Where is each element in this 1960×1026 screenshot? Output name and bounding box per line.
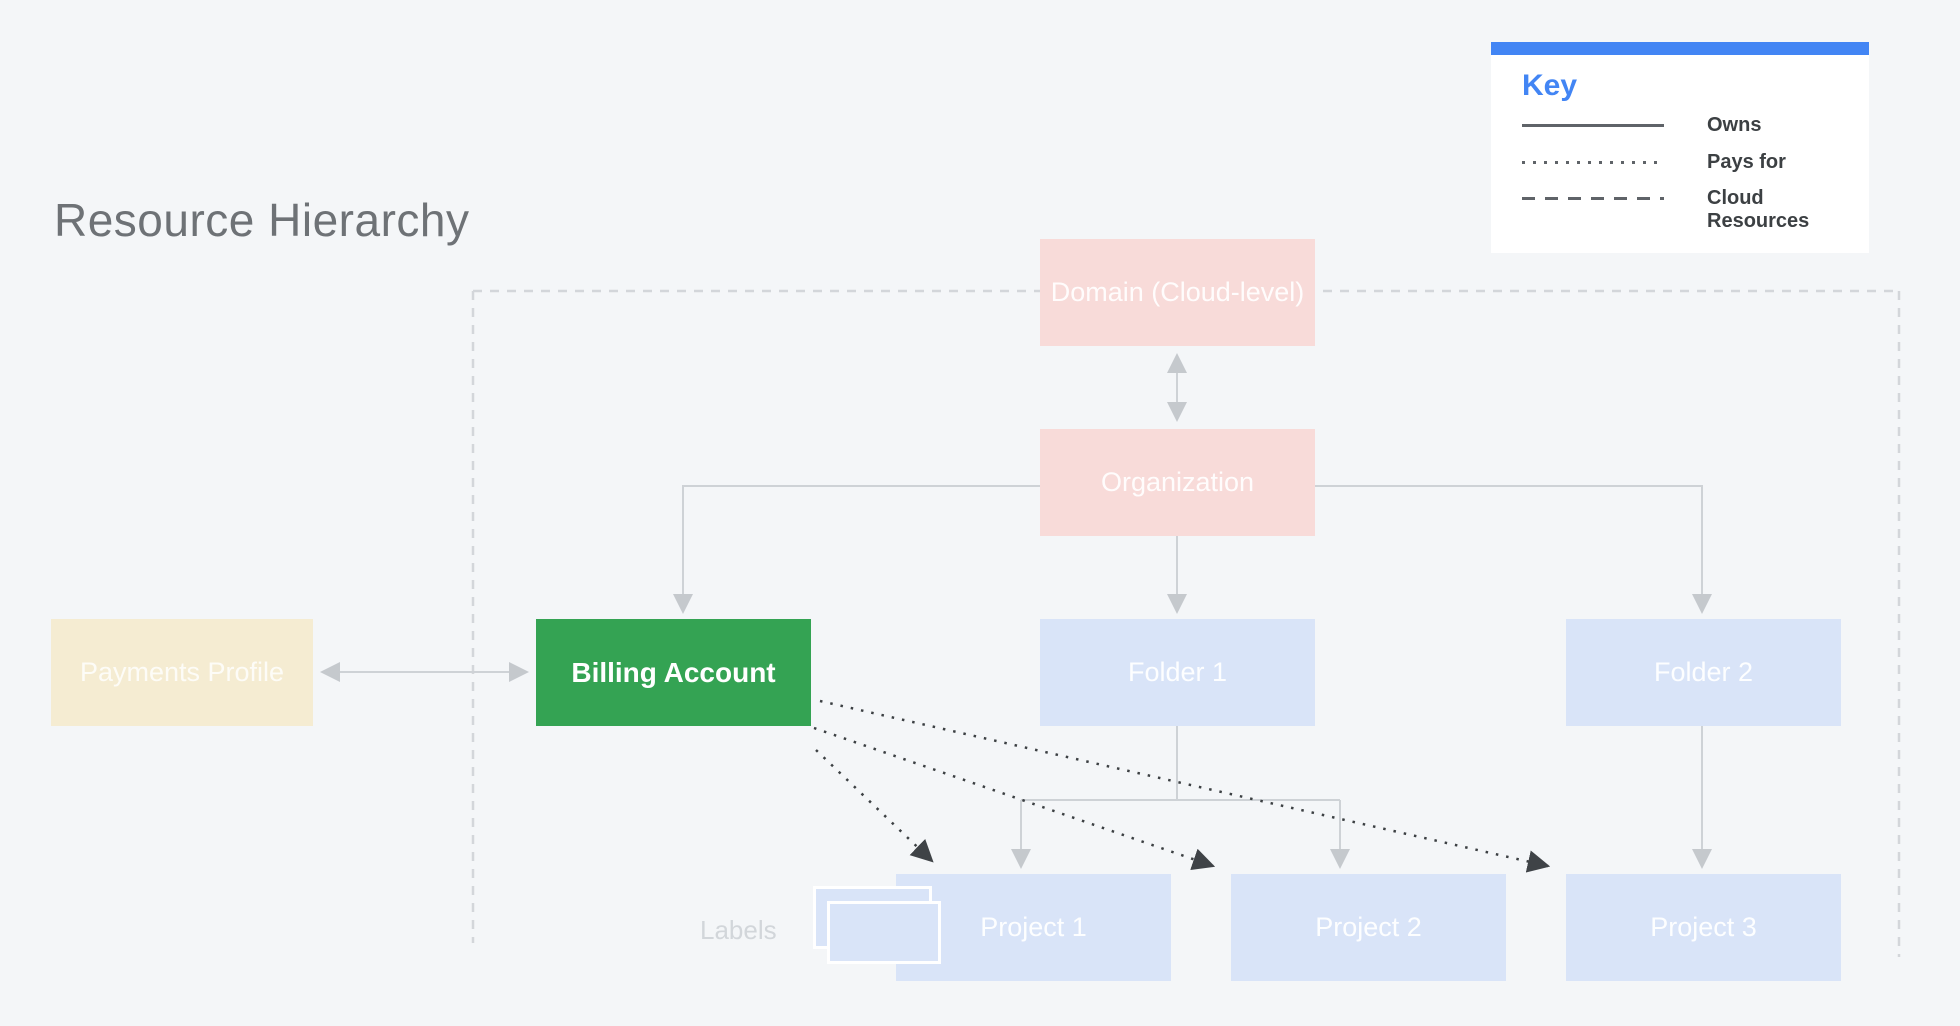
node-project-3-label: Project 3 — [1650, 912, 1757, 942]
dashed-line-icon — [1522, 197, 1664, 200]
legend-body: Key Owns Pays for Cloud Resources — [1491, 55, 1869, 253]
node-folder-2: Folder 2 — [1566, 619, 1841, 726]
page-title: Resource Hierarchy — [54, 194, 470, 246]
node-project-3: Project 3 — [1566, 874, 1841, 981]
legend-heading: Key — [1522, 69, 1578, 102]
pays-for-arrow-billing-project1 — [815, 749, 934, 863]
node-project-2: Project 2 — [1231, 874, 1506, 981]
legend-item-owns: Owns — [1522, 112, 1851, 139]
node-project-1-label: Project 1 — [980, 912, 1087, 942]
node-project-2-label: Project 2 — [1315, 912, 1422, 942]
node-organization-label: Organization — [1100, 467, 1255, 497]
labels-caption: Labels — [700, 915, 777, 945]
legend-item-pays-for: Pays for — [1522, 149, 1851, 176]
pays-for-arrow-billing-project2 — [813, 726, 1216, 871]
owns-arrow-folder1-projects — [1011, 726, 1350, 869]
node-payments-profile-label: Payments Profile — [79, 657, 285, 687]
owns-arrow-organization-billing — [673, 485, 1040, 614]
legend-accent-bar — [1491, 42, 1869, 55]
solid-line-icon — [1522, 124, 1664, 127]
node-domain-label: Domain (Cloud-level) — [1050, 277, 1305, 307]
node-payments-profile: Payments Profile — [51, 619, 313, 726]
labels-card-front — [827, 901, 941, 964]
node-folder-1-label: Folder 1 — [1127, 657, 1228, 687]
owns-arrow-organization-folder2 — [1315, 485, 1712, 614]
legend-item-cloud-resources: Cloud Resources — [1522, 187, 1851, 233]
legend-item-label: Cloud Resources — [1707, 187, 1810, 232]
node-organization: Organization — [1040, 429, 1315, 536]
legend-item-label: Pays for — [1707, 151, 1786, 173]
pays-for-arrow-billing-project3 — [819, 699, 1551, 873]
node-domain: Domain (Cloud-level) — [1040, 239, 1315, 346]
dotted-line-icon — [1522, 161, 1664, 164]
node-folder-2-label: Folder 2 — [1653, 657, 1754, 687]
node-project-1: Project 1 — [896, 874, 1171, 981]
legend-item-label: Owns — [1707, 114, 1762, 136]
legend-panel: Key Owns Pays for Cloud Resources — [1491, 42, 1869, 253]
node-billing-account: Billing Account — [536, 619, 811, 726]
labels-cards-icon — [813, 886, 948, 971]
node-billing-account-label: Billing Account — [571, 656, 776, 688]
node-folder-1: Folder 1 — [1040, 619, 1315, 726]
